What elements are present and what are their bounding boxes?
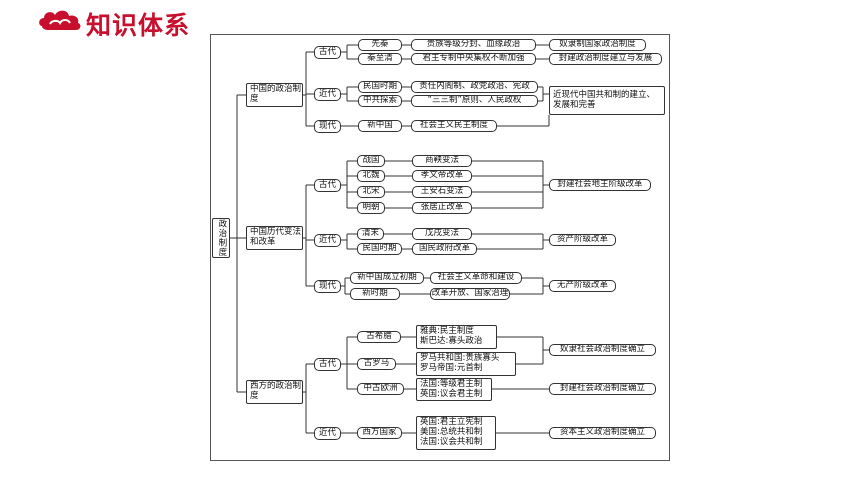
result-feudal-society: 封建社会政治制度确立: [549, 383, 656, 395]
west-period-modern: 近代: [314, 427, 341, 440]
content-cabinet-system: 责任内阁制、政党政治、宪政: [411, 81, 538, 93]
reform-period-ancient: 古代: [314, 179, 341, 192]
section-west-politics: 西方的政治制度: [246, 380, 303, 404]
content-rome: 罗马共和国:贵族寡头 罗马帝国:元首制: [416, 352, 516, 376]
era-early-prc: 新中国成立初期: [350, 272, 424, 284]
period-contemporary: 现代: [314, 120, 341, 133]
content-three-thirds: “三三制”原则、人民政权: [411, 95, 538, 107]
era-ming: 明朝: [357, 202, 385, 214]
era-qin-to-qing: 秦至清: [358, 53, 402, 65]
content-feudal-enfeoffment: 贵族等级分封、血缘政治: [411, 39, 536, 51]
result-proletarian-reform: 无产阶级改革: [549, 280, 616, 292]
result-slave-society: 奴隶社会政治制度确立: [549, 344, 656, 356]
period-modern: 近代: [314, 88, 341, 101]
content-greece: 雅典:民主制度 斯巴达:寡头政治: [416, 325, 497, 349]
result-bourgeois-reform: 资产阶级改革: [549, 234, 616, 246]
reform-socialist-revolution: 社会主义革命和建设: [430, 272, 522, 284]
reform-opening-up: 改革开放、国家治理: [430, 288, 510, 300]
reform-period-modern: 近代: [314, 234, 341, 247]
reform-period-contemporary: 现代: [314, 280, 341, 293]
era-medieval-europe: 中古欧洲: [357, 383, 404, 395]
section-china-politics: 中国的政治制度: [246, 83, 303, 107]
section-china-reforms: 中国历代变法和改革: [246, 226, 303, 250]
era-warring-states: 战国: [357, 155, 385, 167]
page-title: 知识体系: [86, 11, 191, 40]
era-ccp-exploration: 中共探索: [358, 95, 402, 107]
era-late-qing: 清末: [357, 228, 384, 240]
west-period-ancient: 古代: [314, 358, 341, 371]
result-feudal-politics: 封建政治制度建立与发展: [549, 53, 662, 65]
result-landlord-reform: 封建社会地主阶级改革: [549, 179, 651, 191]
era-new-period: 新时期: [350, 288, 400, 300]
reform-shang-yang: 商鞅变法: [412, 155, 472, 167]
content-centralization: 君主专制中央集权不断加强: [411, 53, 536, 65]
era-pre-qin: 先秦: [358, 39, 402, 51]
reform-wuxu: 戊戌变法: [412, 228, 472, 240]
result-republic-system: 近现代中国共和制的建立、发展和完善: [549, 86, 665, 115]
root-node: 政治制度: [212, 218, 230, 258]
result-slavery-state: 奴隶制国家政治制度: [549, 39, 646, 51]
reform-wang-anshi: 王安石变法: [412, 186, 472, 198]
era-republic: 民国时期: [358, 81, 402, 93]
period-ancient: 古代: [314, 46, 341, 59]
era-northern-wei: 北魏: [357, 170, 385, 182]
era-new-china: 新中国: [358, 120, 402, 132]
era-ancient-greece: 古希腊: [357, 331, 401, 343]
era-northern-song: 北宋: [357, 186, 385, 198]
cloud-logo-icon: [39, 10, 81, 30]
result-capitalist: 资本主义政治制度确立: [549, 427, 656, 439]
content-western-modern: 英国:君主立宪制 美国:总统共和制 法国:议会共和制: [416, 416, 496, 450]
content-medieval: 法国:等级君主制 英国:议会君主制: [416, 378, 492, 401]
era-republic-reform: 民国时期: [357, 243, 402, 255]
reform-xiaowen: 孝文帝改革: [412, 170, 472, 182]
era-western-countries: 西方国家: [357, 427, 402, 439]
reform-zhang-juzheng: 张居正改革: [412, 202, 472, 214]
reform-nationalist-government: 国民政府改革: [412, 243, 477, 255]
era-ancient-rome: 古罗马: [357, 358, 396, 370]
content-socialist-democracy: 社会主义民主制度: [411, 120, 497, 132]
